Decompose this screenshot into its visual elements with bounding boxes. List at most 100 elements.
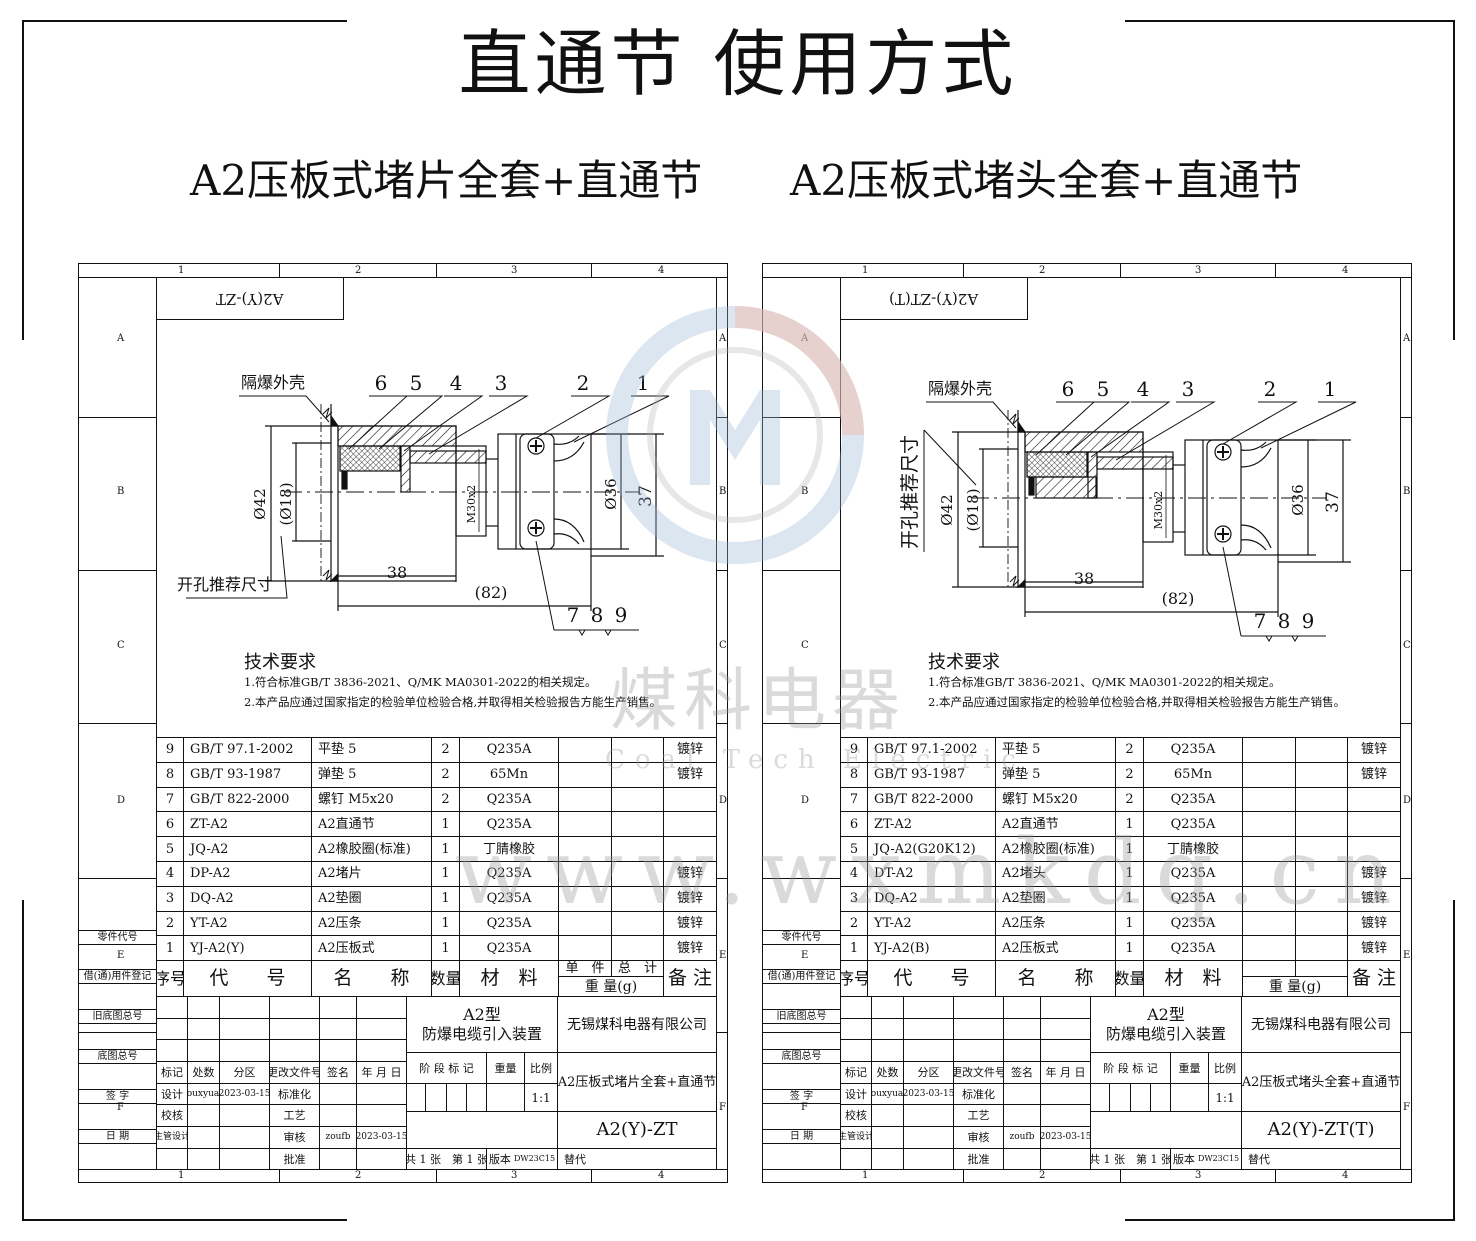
title-block-empty-cell — [1040, 1148, 1091, 1170]
header-seq: 序号 — [840, 960, 868, 997]
zone-row-label-right: E — [1403, 950, 1411, 961]
bottom-balloon-leader — [535, 540, 639, 636]
part-material-cell: Q235A — [1143, 861, 1243, 887]
part-code-cell: GB/T 97.1-2002 — [867, 737, 996, 763]
version-label: 版本 — [1172, 1152, 1195, 1166]
part-material-cell: Q235A — [1143, 811, 1243, 838]
part-qty-cell: 2 — [1115, 786, 1144, 813]
title-block-standard: 标准化 — [269, 1083, 320, 1105]
dim-thread-label: M30x2 — [1152, 491, 1165, 529]
dim-d18-label: (Ø18) — [277, 482, 295, 525]
scale-label: 比例 — [524, 1052, 558, 1084]
part-qty-cell: 1 — [431, 836, 460, 862]
title-block-design_date: 2023-03-15 — [903, 1083, 954, 1105]
drawing-title: A2压板式堵头全套+直通节 — [1241, 1052, 1401, 1112]
part-remark-cell — [1347, 836, 1401, 862]
part-material-cell: Q235A — [1143, 885, 1243, 912]
part-qty-cell: 1 — [1115, 910, 1144, 937]
part-weight-cell — [1295, 885, 1348, 912]
hole-leader — [186, 535, 288, 599]
balloon-leader — [535, 395, 611, 439]
zone-col-label-bottom: 1 — [178, 1170, 185, 1181]
zone-tick — [436, 1169, 437, 1183]
part-no-cell: 9 — [156, 737, 184, 763]
part-no-cell: 2 — [156, 910, 184, 937]
part-weight-cell — [558, 737, 612, 763]
title-block-headers-5: 年 月 日 — [356, 1061, 407, 1084]
tech-requirement-line: 2.本产品应通过国家指定的检验单位检验合格,并取得相关检验报告方能生产销售。 — [928, 695, 1346, 709]
part-name-cell: A2垫圈 — [311, 885, 432, 912]
header-weight-unit: 单 件 — [558, 960, 612, 978]
part-no-cell: 3 — [156, 885, 184, 912]
balloon-label: 2 — [1264, 377, 1277, 401]
header-material: 材 料 — [459, 960, 559, 997]
zone-col-label-top: 1 — [178, 265, 185, 276]
drawing-number: A2(Y)-ZT — [557, 1111, 717, 1149]
title-block-empty-cell — [1003, 996, 1041, 1019]
flipped-code-box: A2(Y)-ZT(T) — [840, 277, 1028, 320]
title-block-approve: 批准 — [953, 1148, 1004, 1170]
product-name-block: A2型防爆电缆引入装置 — [406, 996, 558, 1053]
zone-row-label-right: D — [719, 795, 728, 806]
part-name-cell: A2堵片 — [311, 861, 432, 887]
title-block-empty-cell — [903, 1039, 954, 1062]
header-remark: 备 注 — [663, 960, 717, 997]
part-remark-cell — [663, 836, 717, 862]
title-block-process: 工艺 — [953, 1104, 1004, 1127]
part-remark-cell — [663, 811, 717, 838]
title-block-empty-cell — [356, 1039, 407, 1062]
zone-row-label-left: C — [801, 640, 809, 651]
balloon-label: 1 — [1324, 377, 1337, 401]
part-no-cell: 8 — [840, 761, 868, 788]
zone-tick — [591, 1169, 592, 1183]
replace-label: 替代 — [557, 1148, 717, 1170]
part-5-rubber-ring — [1026, 451, 1088, 478]
part-code-cell: ZT-A2 — [867, 811, 996, 838]
part-qty-cell: 2 — [431, 737, 460, 763]
part-5-rubber-ring — [339, 445, 401, 472]
title-block-empty-cell — [903, 1148, 954, 1170]
title-block-empty-cell — [319, 1148, 357, 1170]
zone-tick — [1120, 264, 1121, 278]
side-label: 借(通)用件登记 — [79, 969, 156, 984]
replace-label: 替代 — [1241, 1148, 1401, 1170]
zone-tick — [716, 570, 728, 571]
title-block-headers-2: 分区 — [219, 1061, 270, 1084]
zone-col-label-bottom: 4 — [1342, 1170, 1349, 1181]
part-remark-cell — [1347, 811, 1401, 838]
balloon-leader — [1222, 401, 1298, 445]
title-block-review_date: 2023-03-15 — [1040, 1126, 1091, 1149]
zone-col-label-bottom: 4 — [658, 1170, 665, 1181]
part-no-cell: 5 — [156, 836, 184, 862]
title-block-empty-cell — [187, 1126, 220, 1149]
part-code-cell: DQ-A2 — [183, 885, 312, 912]
part-no-cell: 4 — [156, 861, 184, 887]
title-block-empty-cell — [903, 1126, 954, 1149]
part-weight-cell — [558, 910, 612, 937]
zone-col-label-bottom: 3 — [511, 1170, 518, 1181]
zone-tick — [1275, 264, 1276, 278]
part-weight-cell — [1242, 811, 1296, 838]
part-weight-cell — [611, 935, 664, 962]
title-block-empty-cell — [269, 1039, 320, 1062]
part-remark-cell: 镀锌 — [1347, 761, 1401, 788]
zone-col-label-top: 2 — [355, 265, 362, 276]
stage-mark-cell — [406, 1083, 426, 1112]
zone-tick — [436, 264, 437, 278]
balloon-leader — [573, 395, 670, 443]
balloon-label-bottom: 9 — [615, 603, 628, 627]
stage-mark-label: 阶 段 标 记 — [406, 1052, 487, 1084]
side-label: 底图总号 — [763, 1049, 840, 1064]
stage-mark-cell — [1150, 1083, 1171, 1112]
zone-tick — [79, 723, 156, 724]
zone-tick — [79, 570, 156, 571]
part-no-cell: 5 — [840, 836, 868, 862]
zone-col-label-top: 4 — [1342, 265, 1349, 276]
header-weight-unit — [1242, 960, 1296, 978]
company-name: 无锡煤科电器有限公司 — [1241, 996, 1401, 1053]
title-block-empty-cell — [219, 1018, 270, 1040]
tech-requirement-line: 1.符合标准GB/T 3836-2021、Q/MK MA0301-2022的相关… — [244, 675, 597, 689]
corner-mark-tl-h — [22, 20, 347, 22]
zone-row-label-left: E — [117, 950, 125, 961]
hole-leader — [923, 429, 977, 552]
